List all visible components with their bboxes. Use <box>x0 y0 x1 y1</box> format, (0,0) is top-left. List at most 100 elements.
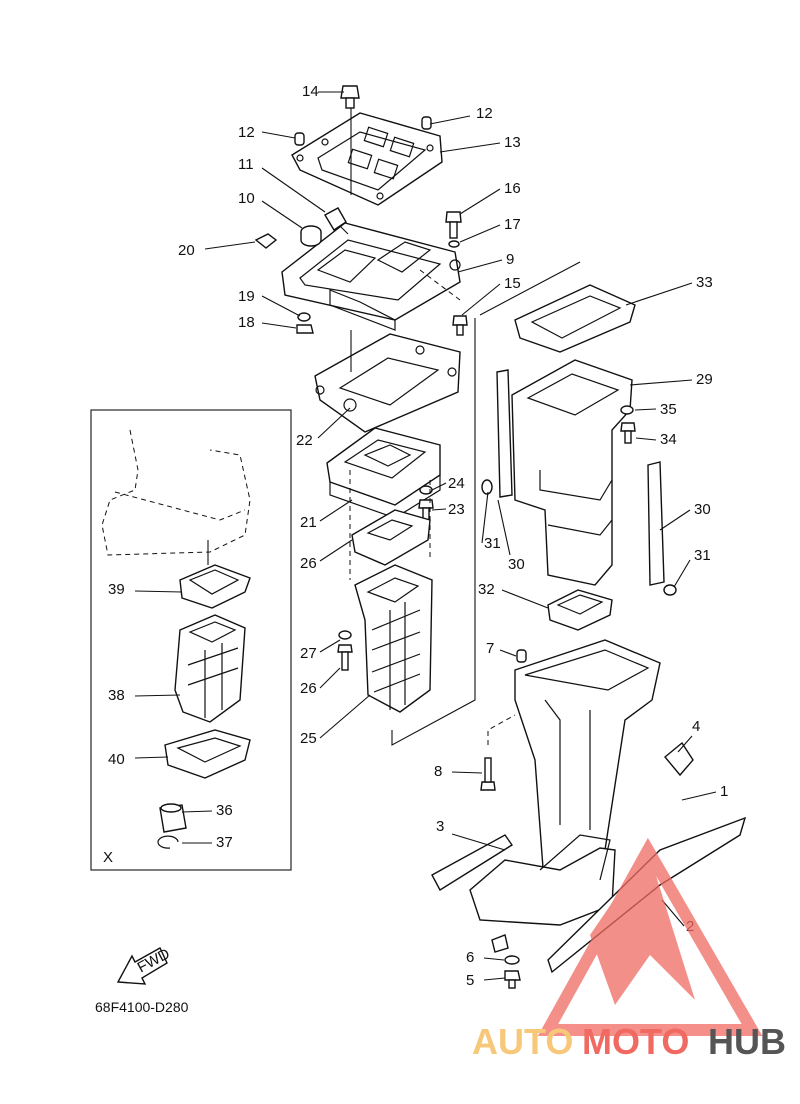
callout-leader-15 <box>461 283 501 316</box>
nut-18 <box>296 324 314 334</box>
grommet-4 <box>664 741 694 777</box>
callout-11: 11 <box>238 156 254 173</box>
callout-8: 8 <box>434 763 442 780</box>
callout-14: 14 <box>302 83 319 100</box>
callout-leader-30 <box>497 499 511 556</box>
callout-leader-9 <box>457 259 503 273</box>
callout-labels: 1412131211102016179151918332935342224232… <box>108 83 728 989</box>
callout-leader-20 <box>204 241 256 250</box>
callout-15: 15 <box>504 275 521 292</box>
gasket-32 <box>547 589 613 631</box>
callout-29: 29 <box>696 371 713 388</box>
dowel-pin-12 <box>294 116 432 146</box>
gasket-26 <box>351 509 431 566</box>
bolt-34 <box>620 422 636 444</box>
grommet-10 <box>300 225 322 247</box>
washer-35 <box>620 405 634 415</box>
callout-leader-2 <box>661 899 685 927</box>
callout-leader-21 <box>319 499 353 522</box>
callout-18: 18 <box>238 314 255 331</box>
callout-leader-8 <box>451 771 483 774</box>
callout-22: 22 <box>296 432 313 449</box>
callout-16: 16 <box>504 180 521 197</box>
callout-21: 21 <box>300 514 317 531</box>
gasket-33 <box>514 284 636 353</box>
callout-leader-24 <box>431 482 447 491</box>
exhaust-manifold-21 <box>326 427 441 519</box>
callout-30: 30 <box>508 556 525 573</box>
callout-38: 38 <box>108 687 125 704</box>
exhaust-seal-38 <box>174 614 246 723</box>
dowel-pin-7 <box>516 649 527 663</box>
callout-1: 1 <box>720 783 728 800</box>
washer-28 <box>338 630 352 640</box>
clip-31 <box>481 479 677 596</box>
gasket-39 <box>179 564 251 609</box>
callout-leader-38 <box>134 694 181 697</box>
exhaust-guide-9 <box>281 222 461 331</box>
callout-leader-16 <box>459 188 501 215</box>
watermark-brand-part2: MOTO <box>582 1021 689 1062</box>
callout-10: 10 <box>238 190 255 207</box>
watermark-brand-part1: AUTO <box>472 1021 573 1062</box>
callout-3: 3 <box>436 818 444 835</box>
callout-33: 33 <box>696 274 713 291</box>
callout-leader-27 <box>319 639 341 653</box>
callout-leader-6 <box>483 957 505 961</box>
callout-leader-10 <box>261 200 303 229</box>
seal-30 <box>496 369 665 586</box>
bolt-27 <box>337 644 353 671</box>
callout-leader-33 <box>625 282 693 306</box>
callout-leader-39 <box>134 590 183 593</box>
callout-13: 13 <box>504 134 521 151</box>
callout-leader-13 <box>439 142 501 153</box>
callout-31: 31 <box>484 535 501 552</box>
callout-leaders <box>134 91 717 981</box>
callout-leader-22 <box>317 407 351 439</box>
detail-label: X <box>103 849 113 866</box>
gasket-22 <box>314 333 461 433</box>
callout-19: 19 <box>238 288 255 305</box>
callout-30: 30 <box>694 501 711 518</box>
callout-leader-12 <box>429 115 471 125</box>
callout-40: 40 <box>108 751 125 768</box>
callout-leader-5 <box>483 977 506 981</box>
callout-leader-25 <box>319 694 371 739</box>
washer-17 <box>448 240 460 248</box>
callout-leader-31 <box>481 491 489 544</box>
callout-leader-7 <box>499 649 517 657</box>
clip-37 <box>157 835 179 849</box>
gasket-13 <box>291 112 443 206</box>
bolt-16 <box>445 211 462 239</box>
callout-leader-26 <box>319 539 353 562</box>
cowling-outline <box>101 429 251 556</box>
callout-leader-34 <box>635 437 657 441</box>
callout-leader-17 <box>459 224 501 243</box>
callout-leader-30 <box>659 509 691 531</box>
callout-4: 4 <box>692 718 700 735</box>
callout-leader-11 <box>261 167 326 213</box>
callout-12: 12 <box>238 124 255 141</box>
gasket-40 <box>164 729 251 779</box>
callout-37: 37 <box>216 834 233 851</box>
callout-leader-12 <box>261 131 296 139</box>
seal-3 <box>431 834 513 891</box>
callout-leader-19 <box>261 295 301 317</box>
callout-34: 34 <box>660 431 677 448</box>
washer-19 <box>297 312 311 322</box>
pin-2 <box>491 934 509 953</box>
callout-17: 17 <box>504 216 521 233</box>
callout-31: 31 <box>694 547 711 564</box>
callout-26: 26 <box>300 555 317 572</box>
callout-23: 23 <box>448 501 465 518</box>
callout-leader-29 <box>629 379 693 386</box>
detail-box-x <box>90 409 292 871</box>
bolt-14 <box>340 85 360 109</box>
callout-leader-18 <box>261 322 297 329</box>
diagram-code: 68F4100-D280 <box>95 999 189 1015</box>
callout-leader-32 <box>501 589 549 609</box>
callout-leader-31 <box>673 559 691 588</box>
muffler-29 <box>511 359 633 586</box>
callout-5: 5 <box>466 972 474 989</box>
